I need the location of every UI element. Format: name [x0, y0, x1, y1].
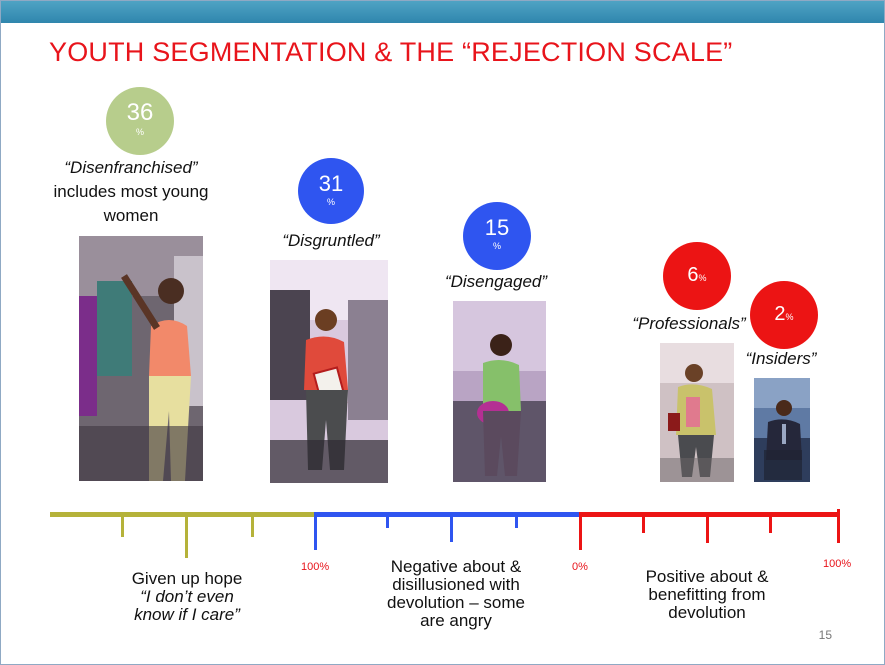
segment-label-disengaged: “Disengaged”: [426, 270, 566, 294]
segment-label-disenfranchised: “Disenfranchised” includes most young wo…: [41, 156, 221, 228]
segment-label-professionals: “Professionals”: [623, 312, 755, 336]
percent-circle-disenfranchised: 36 %: [106, 87, 174, 155]
scale-tick: [450, 515, 453, 542]
description-line: Positive about &: [645, 567, 769, 586]
scale-tick: [769, 515, 772, 533]
percent-value: 2: [774, 303, 786, 325]
scale-tick: [579, 512, 582, 550]
scale-tick: [515, 515, 518, 528]
scale-segment-positive: [581, 512, 840, 517]
scale-tick: [642, 515, 645, 533]
scale-marker-mid: 0%: [572, 561, 588, 573]
segment-name: “Insiders”: [745, 349, 817, 368]
percent-sign: %: [785, 312, 794, 322]
slide-title: YOUTH SEGMENTATION & THE “REJECTION SCAL…: [49, 37, 733, 67]
percent-value: 36: [126, 99, 154, 126]
illustration-disengaged-youth: [453, 301, 546, 482]
percent-circle-professionals: 6%: [663, 242, 731, 310]
percent-sign: %: [698, 273, 707, 283]
description-quote-line: “I don’t even: [140, 587, 234, 606]
description-quote-line: know if I care”: [134, 605, 240, 624]
description-positive: Positive about & benefitting from devolu…: [619, 568, 795, 622]
top-bar: [1, 1, 884, 23]
segment-label-disgruntled: “Disgruntled”: [256, 229, 406, 253]
segment-name: “Disgruntled”: [282, 231, 380, 250]
scale-tick: [251, 515, 254, 537]
scale-segment-hope: [50, 512, 315, 517]
segment-name: “Professionals”: [632, 314, 746, 333]
description-given-up-hope: Given up hope “I don’t even know if I ca…: [107, 570, 267, 624]
segment-note-line: women: [103, 206, 159, 225]
percent-circle-disengaged: 15 %: [463, 202, 531, 270]
scale-segment-negative: [315, 512, 581, 517]
percent-circle-disgruntled: 31 %: [298, 158, 364, 224]
illustration-protester: [270, 260, 388, 483]
description-line: devolution – some: [387, 593, 525, 612]
description-line: Given up hope: [131, 569, 243, 588]
illustration-insider: [754, 378, 810, 482]
segment-name: “Disenfranchised”: [64, 158, 198, 177]
scale-marker-left: 100%: [301, 561, 330, 573]
description-line: benefitting from: [648, 585, 766, 604]
scale-tick: [706, 515, 709, 543]
segment-name: “Disengaged”: [444, 272, 548, 291]
percent-circle-insiders: 2%: [750, 281, 818, 349]
percent-sign: %: [135, 127, 144, 137]
scale-marker-right: 100%: [823, 558, 852, 570]
segment-note-line: includes most young: [53, 182, 209, 201]
scale-tick: [121, 515, 124, 537]
scale-tick: [314, 512, 317, 550]
page-number: 15: [818, 628, 832, 642]
percent-value: 6: [687, 264, 699, 286]
percent-value: 31: [318, 171, 344, 196]
percent-sign: %: [492, 241, 501, 251]
illustration-professional: [660, 343, 734, 482]
description-line: disillusioned with: [392, 575, 520, 594]
description-negative: Negative about & disillusioned with devo…: [361, 558, 551, 630]
percent-value: 15: [484, 215, 510, 240]
scale-tick: [837, 509, 840, 543]
segment-label-insiders: “Insiders”: [736, 347, 826, 371]
scale-tick: [386, 515, 389, 528]
description-line: are angry: [420, 611, 492, 630]
description-line: Negative about &: [390, 557, 522, 576]
scale-tick: [185, 515, 188, 558]
description-line: devolution: [668, 603, 746, 622]
illustration-young-woman: [79, 236, 203, 481]
percent-sign: %: [326, 197, 335, 207]
